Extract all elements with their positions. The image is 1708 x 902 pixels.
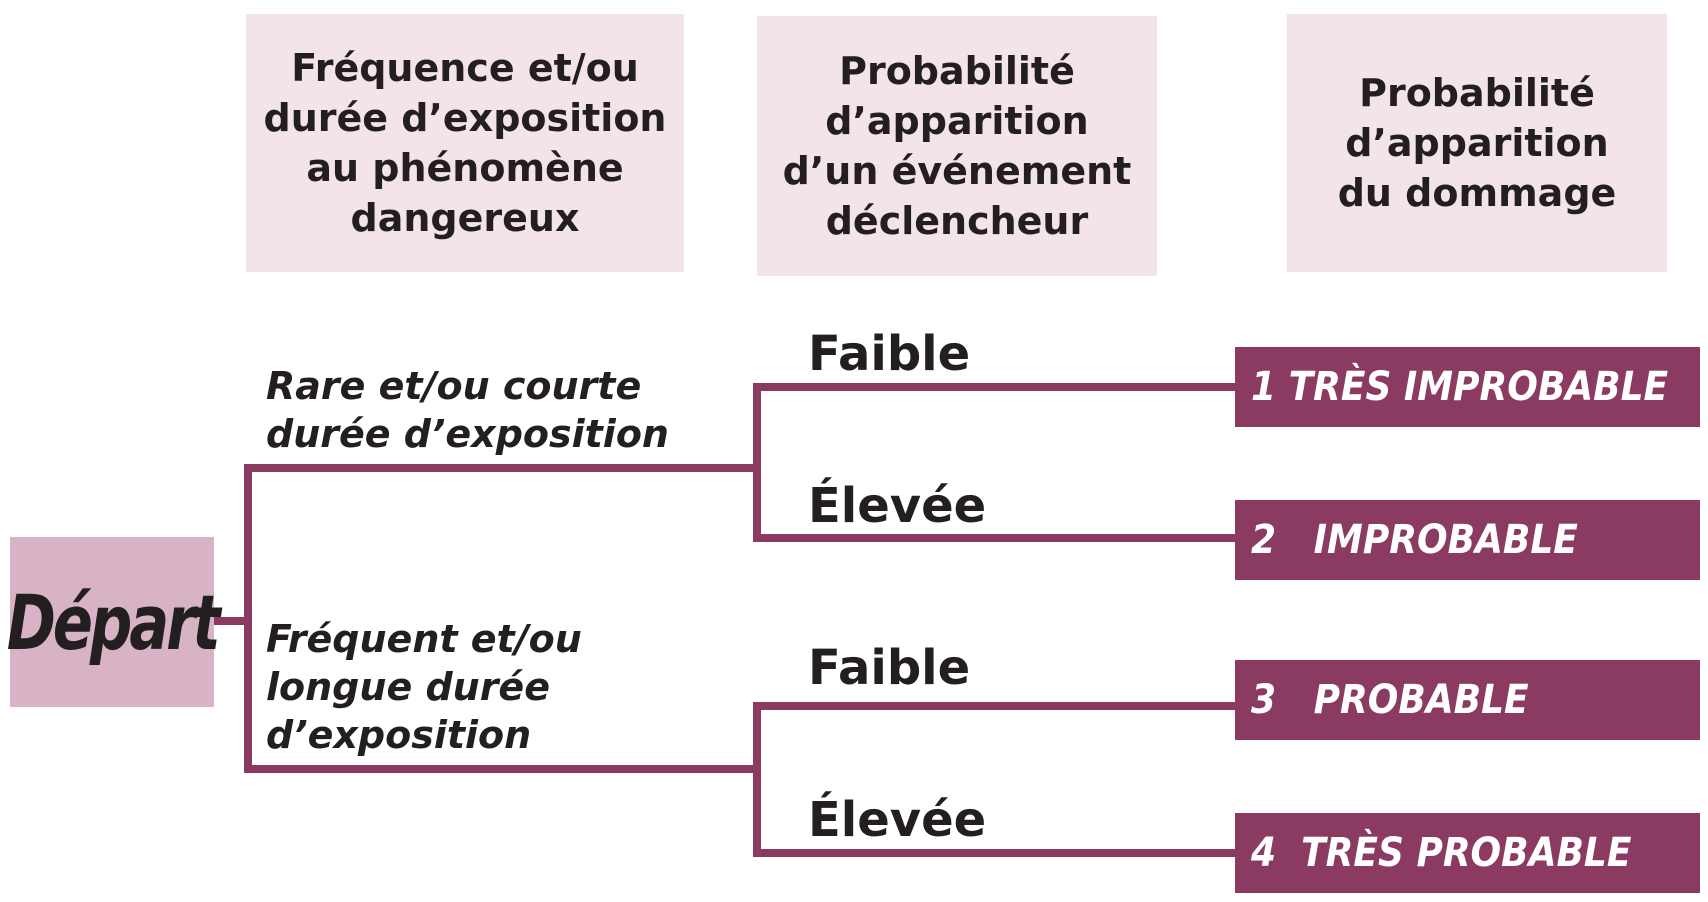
result-label-1: 1 TRÈS IMPROBABLE bbox=[1251, 364, 1669, 410]
result-box-4: 4 TRÈS PROBABLE bbox=[1235, 813, 1700, 893]
header-exposure-frequency-text: Fréquence et/ou durée d’exposition au ph… bbox=[263, 46, 667, 240]
connector-branch-lower bbox=[244, 765, 757, 773]
connector-leaf-1 bbox=[753, 383, 1237, 391]
start-node-label: Départ bbox=[6, 577, 221, 667]
header-trigger-probability: Probabilité d’apparition d’un événement … bbox=[757, 16, 1157, 276]
header-damage-probability-text: Probabilité d’apparition du dommage bbox=[1337, 71, 1617, 215]
result-label-4: 4 TRÈS PROBABLE bbox=[1251, 830, 1632, 876]
connector-lower-split-vertical bbox=[753, 702, 761, 857]
connector-leaf-3 bbox=[753, 702, 1237, 710]
header-trigger-probability-text: Probabilité d’apparition d’un événement … bbox=[782, 49, 1132, 243]
connector-leaf-2 bbox=[753, 534, 1237, 542]
result-box-3: 3 PROBABLE bbox=[1235, 660, 1700, 740]
result-box-1: 1 TRÈS IMPROBABLE bbox=[1235, 347, 1700, 427]
connector-start-stub bbox=[214, 617, 248, 625]
level-label-low-2: Faible bbox=[808, 640, 971, 696]
exposure-branch-frequent: Fréquent et/ou longue durée d’exposition bbox=[266, 617, 582, 757]
connector-branch-upper bbox=[244, 464, 757, 472]
result-label-2: 2 IMPROBABLE bbox=[1251, 517, 1578, 563]
start-node: Départ bbox=[7, 537, 220, 707]
header-damage-probability: Probabilité d’apparition du dommage bbox=[1287, 14, 1667, 272]
result-box-2: 2 IMPROBABLE bbox=[1235, 500, 1700, 580]
exposure-branch-rare: Rare et/ou courte durée d’exposition bbox=[266, 364, 669, 456]
level-label-low-1: Faible bbox=[808, 326, 971, 382]
connector-upper-split-vertical bbox=[753, 383, 761, 542]
connector-leaf-4 bbox=[753, 849, 1237, 857]
header-exposure-frequency: Fréquence et/ou durée d’exposition au ph… bbox=[246, 14, 684, 272]
result-label-3: 3 PROBABLE bbox=[1251, 677, 1529, 723]
connector-trunk-vertical bbox=[244, 464, 252, 773]
level-label-high-1: Élevée bbox=[808, 478, 987, 534]
level-label-high-2: Élevée bbox=[808, 792, 987, 848]
